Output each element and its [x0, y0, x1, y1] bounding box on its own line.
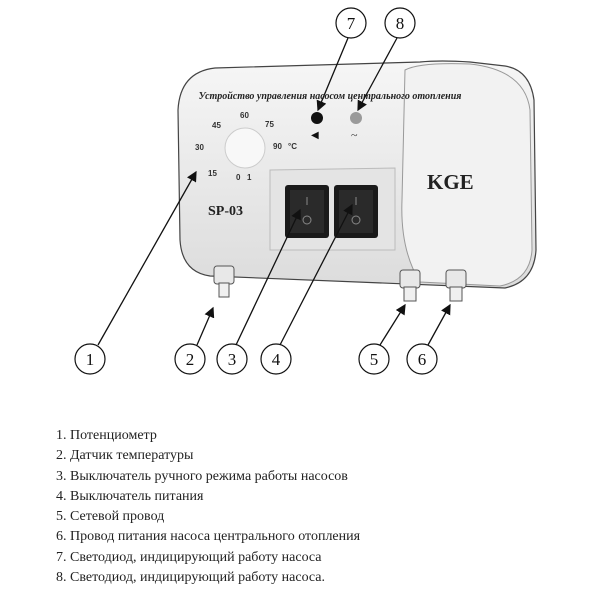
manual-mode-switch[interactable] — [285, 185, 329, 238]
callout-6: 6 — [406, 343, 438, 375]
temperature-sensor-gland — [213, 265, 235, 298]
legend-item: 8. Светодиод, индицирующий работу насоса… — [56, 570, 326, 586]
svg-text:4: 4 — [272, 350, 281, 369]
callout-2: 2 — [174, 343, 206, 375]
brand-logo: KGE — [427, 170, 474, 194]
model-label: SP-03 — [208, 204, 243, 219]
mains-cable-gland — [399, 269, 421, 302]
dial-mark-0: 0 — [236, 173, 241, 182]
legend-item: 5. Сетевой провод — [56, 509, 165, 525]
callout-7: 7 — [335, 7, 367, 39]
potentiometer-dial[interactable] — [224, 127, 266, 169]
pump-led — [311, 112, 323, 124]
svg-text:7: 7 — [347, 14, 356, 33]
leader-line-4 — [279, 203, 353, 346]
dial-mark-75: 75 — [265, 120, 274, 129]
power-switch[interactable] — [334, 185, 378, 238]
power-led — [350, 112, 362, 124]
leader-line-2 — [196, 306, 215, 346]
dial-mark-15: 15 — [208, 169, 217, 178]
pump-cable-gland — [445, 269, 467, 302]
panel-title: Устройство управления насосом центрально… — [199, 91, 462, 102]
callout-4: 4 — [260, 343, 292, 375]
leader-line-3 — [235, 208, 301, 346]
leader-line-6 — [427, 303, 451, 346]
leader-line-5 — [379, 303, 406, 346]
dial-mark-90: 90 — [273, 142, 282, 151]
legend-item: 3. Выключатель ручного режима работы нас… — [56, 468, 348, 484]
dial-mark-45: 45 — [212, 121, 221, 130]
svg-text:8: 8 — [396, 14, 405, 33]
controller-body — [177, 60, 537, 289]
callout-3: 3 — [216, 343, 248, 375]
svg-text:3: 3 — [228, 350, 237, 369]
leader-line-1 — [97, 170, 197, 346]
legend-list: 1. Потенциометр 2. Датчик температуры 3.… — [56, 426, 360, 588]
callout-5: 5 — [358, 343, 390, 375]
legend-item: 1. Потенциометр — [56, 428, 157, 443]
callout-8: 8 — [384, 7, 416, 39]
dial-mark-60: 60 — [240, 111, 249, 120]
svg-text:1: 1 — [86, 350, 95, 369]
pump-symbol-icon: ◀ — [311, 130, 319, 141]
legend-item: 6. Провод питания насоса центрального от… — [56, 529, 361, 545]
dial-mark-30: 30 — [195, 143, 204, 152]
power-symbol-icon: ~ — [351, 128, 358, 142]
leader-line-7 — [316, 37, 349, 112]
callout-1: 1 — [74, 343, 106, 375]
legend-item: 4. Выключатель питания — [56, 488, 204, 504]
leader-line-8 — [357, 37, 398, 112]
legend-item: 7. Светодиод, индицирующий работу насоса — [56, 549, 322, 565]
svg-text:5: 5 — [370, 350, 379, 369]
svg-text:6: 6 — [418, 350, 427, 369]
dial-unit: °C — [288, 142, 297, 151]
legend-item: 2. Датчик температуры — [56, 448, 194, 464]
dial-mark-1: 1 — [247, 173, 252, 182]
svg-text:2: 2 — [186, 350, 195, 369]
